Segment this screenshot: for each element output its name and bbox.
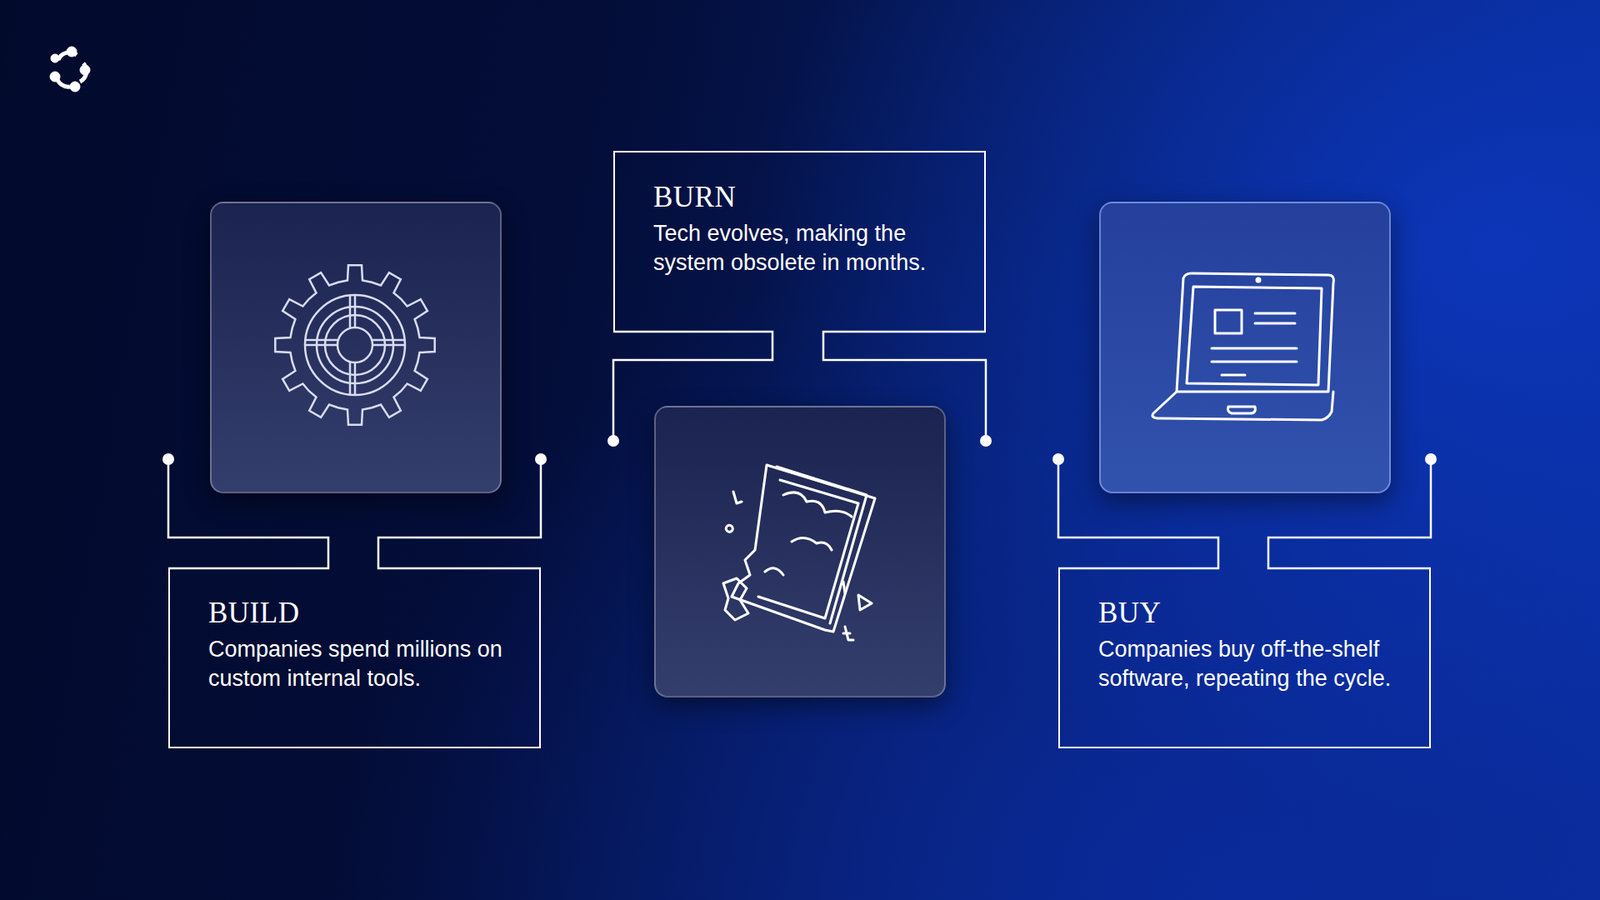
dot [607,435,620,447]
broken-book-icon [723,465,875,640]
gear-outline [275,265,435,425]
bracket-line [168,459,329,569]
text-box: BUY Companies buy off-the-shelf software,… [1058,568,1431,749]
bracket-line [823,331,986,441]
gear-ring [305,295,405,395]
box-body: Tech evolves, making the system obsolete… [653,219,960,277]
text-box: BUILD Companies spend millions on custom … [168,568,541,749]
dot [162,453,175,465]
dot [980,435,992,447]
box-heading: BUY [1098,596,1405,630]
bracket-line [613,331,773,441]
logo [50,46,90,92]
text-box: BURN Tech evolves, making the system obso… [613,150,986,332]
box-body: Companies buy off-the-shelf software, re… [1098,635,1405,693]
bracket-line [378,459,541,569]
gear-icon [275,265,435,425]
box-heading: BURN [653,180,960,215]
dot [535,453,547,465]
illustration-card [210,201,502,494]
illustration-card [654,405,946,698]
bracket-dots [162,435,1437,465]
bracket-line [1058,459,1219,569]
box-body: Companies spend millions on custom inter… [208,635,515,693]
bracket-lines [168,331,1431,569]
laptop-icon [1152,273,1334,420]
dot [1052,453,1065,465]
bracket-line [1268,459,1431,569]
box-heading: BUILD [208,596,515,630]
dot [1425,453,1437,465]
